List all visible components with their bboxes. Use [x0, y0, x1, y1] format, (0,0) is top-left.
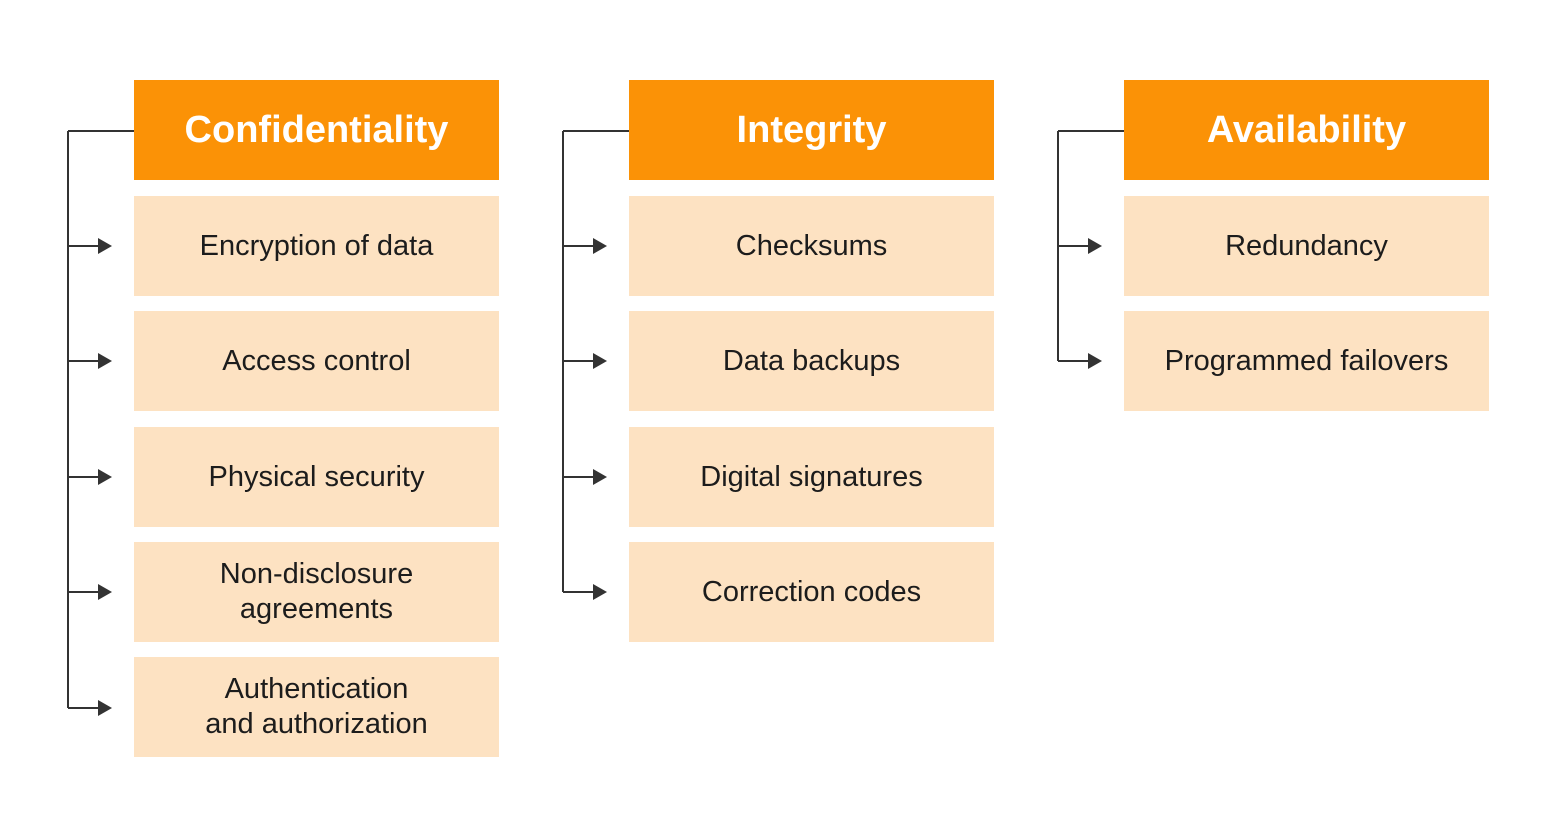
column-confidentiality: Confidentiality Encryption of data Acces…	[66, 80, 626, 780]
arrow-icon	[593, 353, 607, 369]
arrow-icon	[1088, 238, 1102, 254]
item-checksums: Checksums	[629, 196, 994, 296]
item-access-control: Access control	[134, 311, 499, 411]
column-availability: Availability Redundancy Programmed failo…	[1056, 80, 1556, 780]
connector-lines	[1057, 130, 1124, 369]
item-encryption-of-data: Encryption of data	[134, 196, 499, 296]
arrow-icon	[98, 238, 112, 254]
item-authentication-and-authorization: Authentication and authorization	[134, 657, 499, 757]
item-data-backups: Data backups	[629, 311, 994, 411]
arrow-icon	[593, 584, 607, 600]
arrow-icon	[1088, 353, 1102, 369]
arrow-icon	[98, 700, 112, 716]
arrow-icon	[593, 469, 607, 485]
column-header-availability: Availability	[1124, 80, 1489, 180]
item-programmed-failovers: Programmed failovers	[1124, 311, 1489, 411]
item-digital-signatures: Digital signatures	[629, 427, 994, 527]
item-non-disclosure-agreements: Non-disclosure agreements	[134, 542, 499, 642]
connector-lines	[562, 130, 629, 600]
column-header-confidentiality: Confidentiality	[134, 80, 499, 180]
arrow-icon	[593, 238, 607, 254]
item-physical-security: Physical security	[134, 427, 499, 527]
column-integrity: Integrity Checksums Data backups Digital…	[561, 80, 1121, 780]
arrow-icon	[98, 353, 112, 369]
item-correction-codes: Correction codes	[629, 542, 994, 642]
arrow-icon	[98, 584, 112, 600]
column-header-integrity: Integrity	[629, 80, 994, 180]
item-redundancy: Redundancy	[1124, 196, 1489, 296]
connector-lines	[67, 130, 134, 716]
arrow-icon	[98, 469, 112, 485]
